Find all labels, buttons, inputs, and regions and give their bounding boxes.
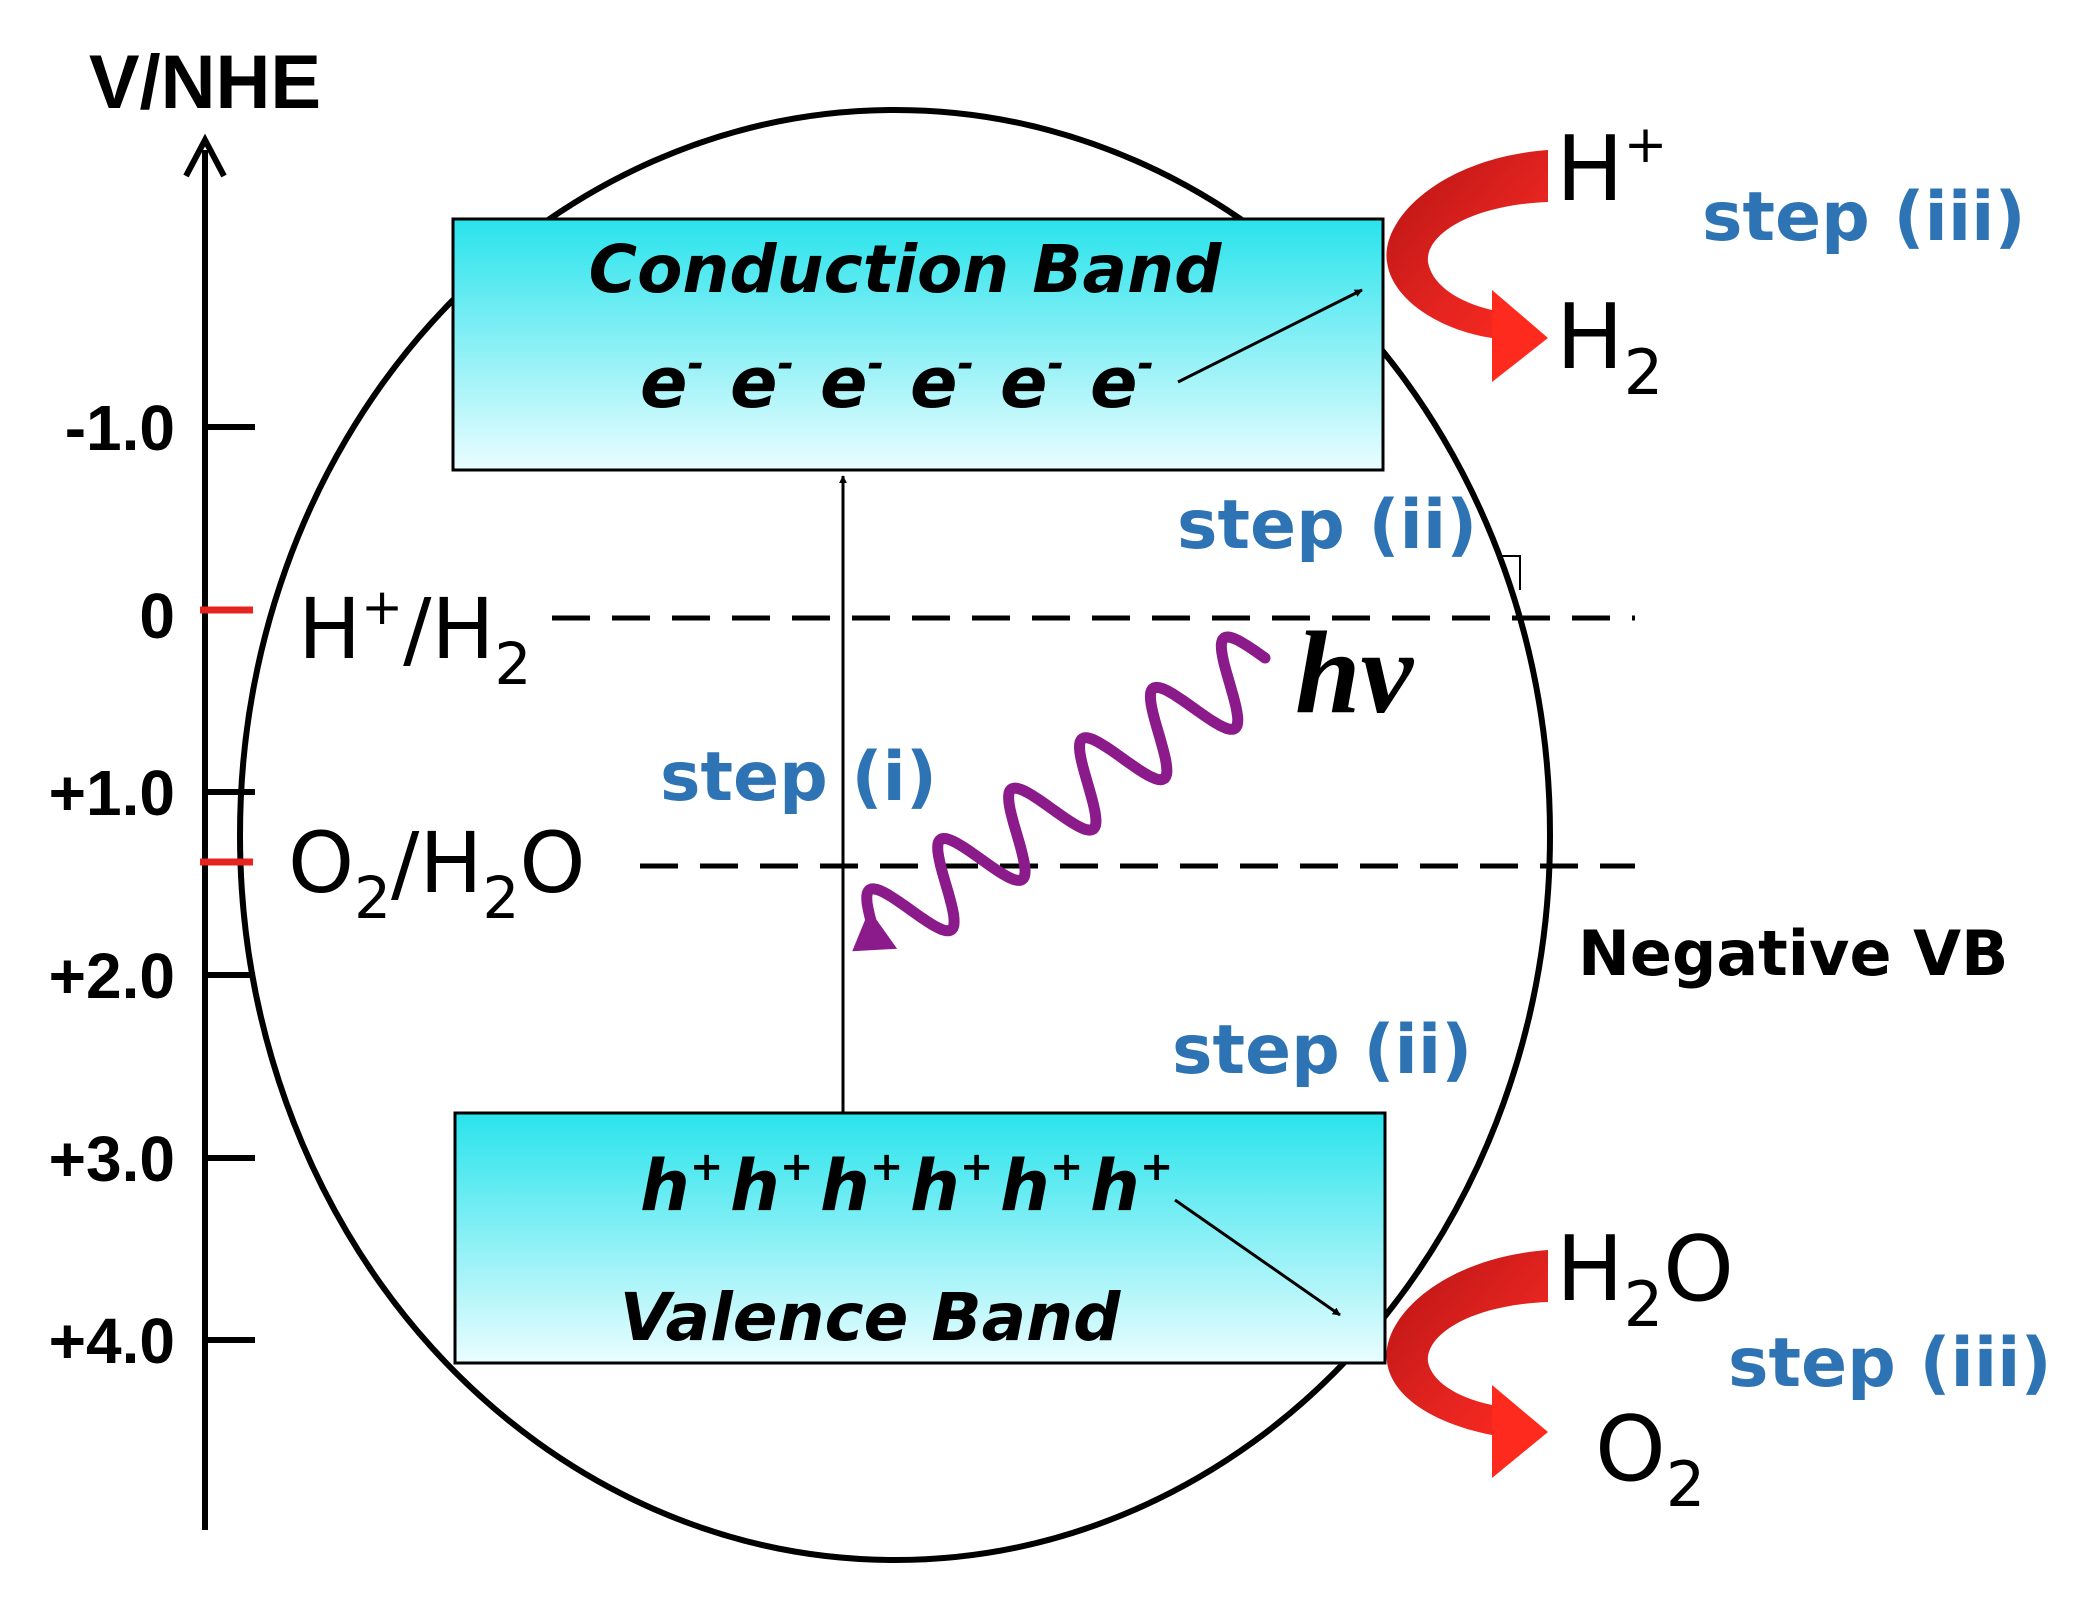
oxidation-arrow-body <box>1386 1250 1548 1435</box>
axis-tick-label: +2.0 <box>49 940 175 1012</box>
axis-tick-label: +1.0 <box>49 757 175 829</box>
axis-tick-label: -1.0 <box>65 392 175 464</box>
hole: h+ <box>910 1144 993 1227</box>
hole: h+ <box>730 1144 813 1227</box>
electron-row: e-e-e-e-e-e- <box>640 341 1154 424</box>
electron: e- <box>820 341 884 424</box>
photon-wave-arrowhead <box>852 909 898 952</box>
step-i-label: step (i) <box>660 738 937 817</box>
oxidation-reaction-arrow <box>1386 1250 1548 1478</box>
axis-tick-label: 0 <box>139 580 175 652</box>
hole: h+ <box>640 1144 723 1227</box>
hole-transfer-arrow <box>1174 1198 1341 1317</box>
electron: e- <box>640 341 704 424</box>
conduction-band-box <box>451 217 1385 472</box>
leader-mark <box>1502 555 1521 590</box>
electron-transfer-arrow <box>1177 288 1363 384</box>
hole: h+ <box>1090 1144 1173 1227</box>
h2-species: H2 <box>1556 285 1663 409</box>
hole: h+ <box>1000 1144 1083 1227</box>
h-plus-species: H+ <box>1556 115 1667 222</box>
oxidation-arrow-head <box>1492 1385 1548 1478</box>
hole-row: h+h+h+h+h+h+ <box>640 1144 1173 1227</box>
step-ii-upper-label: step (ii) <box>1177 486 1477 565</box>
electron: e- <box>730 341 794 424</box>
axis-tick-label: +3.0 <box>49 1123 175 1195</box>
axis-arrowhead <box>183 133 227 178</box>
step-iii-upper-label: step (iii) <box>1702 178 2026 257</box>
photon-wave <box>852 631 1271 952</box>
reduction-reaction-arrow <box>1386 150 1548 382</box>
electron: e- <box>910 341 974 424</box>
conduction-band-label: Conduction Band <box>589 231 1222 308</box>
step-iii-lower-label: step (iii) <box>1728 1324 2052 1403</box>
valence-band-label: Valence Band <box>620 1279 1122 1356</box>
negative-vb-label: Negative VB <box>1578 917 2008 990</box>
photon-wave-line <box>861 631 1271 941</box>
h2o-species: H2O <box>1556 1217 1734 1341</box>
potential-axis: V/NHE -1.0 0 +1.0 +2.0 +3.0 +4.0 <box>49 40 321 1530</box>
step-ii-lower-label: step (ii) <box>1172 1011 1472 1090</box>
axis-tick-label: +4.0 <box>49 1305 175 1377</box>
photon-label: hv <box>1295 607 1415 738</box>
electron: e- <box>1090 341 1154 424</box>
axis-title: V/NHE <box>89 40 321 125</box>
electron: e- <box>1000 341 1064 424</box>
particle-outline <box>237 107 1553 1563</box>
oxygen-level-label: O2/H2O <box>288 814 586 932</box>
reduction-arrow-head <box>1492 290 1548 382</box>
conduction-band: Conduction Band e-e-e-e-e-e- <box>451 217 1385 472</box>
hydrogen-level-label: H+/H2 <box>298 578 531 698</box>
o2-species: O2 <box>1595 1397 1705 1521</box>
reduction-arrow-body <box>1386 150 1548 338</box>
valence-band: Valence Band h+h+h+h+h+h+ <box>453 1111 1387 1365</box>
hole: h+ <box>820 1144 903 1227</box>
